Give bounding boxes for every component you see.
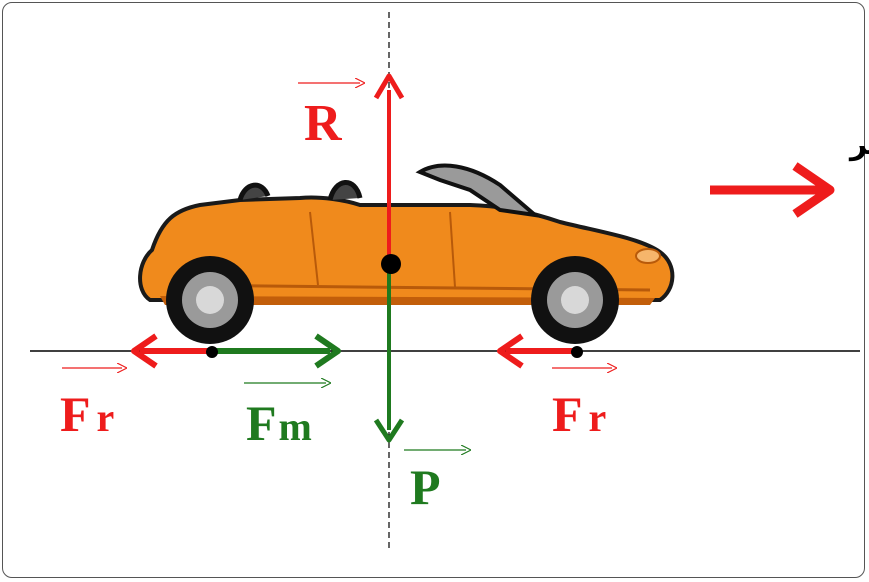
vector-Fr-left-arrowhead xyxy=(131,333,158,369)
label-Fr-left-main: F xyxy=(60,386,91,442)
front-contact-point xyxy=(571,346,583,358)
label-Fm: Fm xyxy=(246,395,312,451)
direction-arrowhead xyxy=(792,162,835,218)
car xyxy=(138,163,675,344)
label-Fr-right-main: F xyxy=(552,386,583,442)
car-door xyxy=(309,211,456,288)
rear-wheel xyxy=(166,256,254,344)
vector-R-arrowhead xyxy=(373,73,405,100)
vector-Fm-arrowhead xyxy=(314,333,341,369)
label-Fr-right-sub: r xyxy=(589,395,607,440)
car-windshield xyxy=(415,163,542,218)
label-Fr-left-sub: r xyxy=(97,395,115,440)
car-seat-rear xyxy=(327,180,363,201)
vector-Fr-right-arrowhead xyxy=(497,333,524,369)
direction-label: اتجاه السير xyxy=(848,127,869,162)
center-of-mass-point xyxy=(381,254,401,274)
label-Fm-main: F xyxy=(246,395,277,451)
car-headlight xyxy=(635,248,661,264)
vector-P-arrowhead xyxy=(373,418,405,443)
label-Fm-sub: m xyxy=(279,404,312,449)
rear-contact-point xyxy=(206,346,218,358)
front-wheel xyxy=(531,256,619,344)
label-R: R xyxy=(304,95,343,152)
car-seat-front xyxy=(237,182,271,201)
label-P: P xyxy=(410,459,441,515)
